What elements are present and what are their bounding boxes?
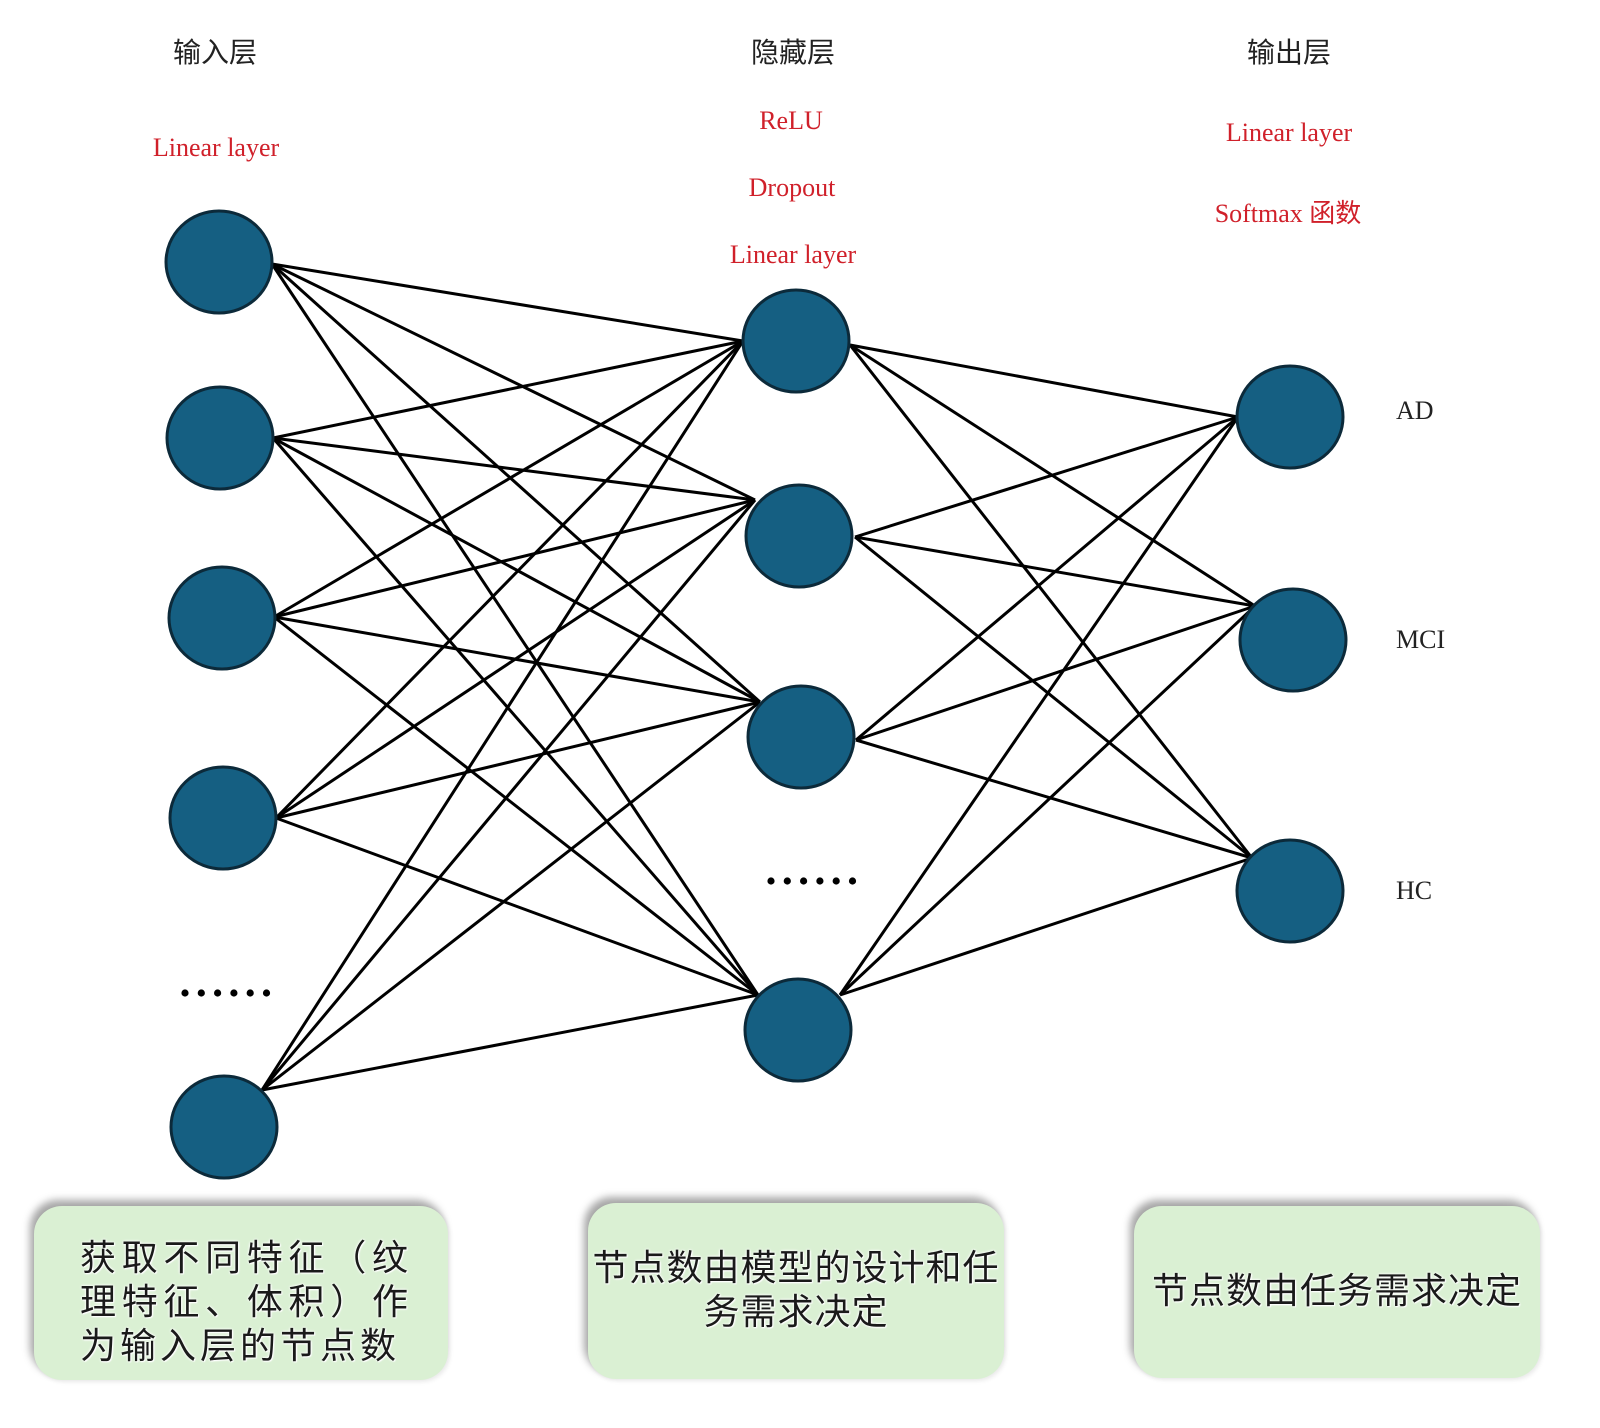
hidden-ellipsis-dot-1 — [767, 877, 775, 885]
edge-input-5-hidden-3 — [261, 700, 761, 1092]
input-ellipsis-dot-2 — [197, 989, 205, 997]
input-node-2 — [165, 385, 275, 491]
edge-input-2-hidden-1 — [272, 339, 744, 440]
output-node-2 — [1238, 587, 1348, 693]
edge-input-1-hidden-1 — [271, 262, 744, 343]
hidden-layer-note: 节点数由模型的设计和任务需求决定 — [588, 1203, 1004, 1379]
hidden-node-2 — [744, 483, 854, 589]
class-label-mci: MCI — [1396, 625, 1445, 654]
edge-input-3-hidden-2 — [273, 498, 756, 619]
input-ellipsis-dot-1 — [181, 989, 189, 997]
edges-hidden-to-output — [838, 343, 1257, 997]
input-node-5 — [169, 1074, 279, 1180]
input-node-1 — [164, 209, 274, 315]
edge-input-2-hidden-4 — [271, 437, 760, 996]
edge-hidden-1-output-3 — [848, 344, 1254, 859]
hidden-node-3 — [746, 684, 856, 790]
edge-hidden-3-output-1 — [855, 415, 1239, 742]
edge-hidden-4-output-1 — [838, 416, 1240, 996]
hidden-ellipsis-dot-5 — [832, 877, 840, 885]
hidden-layer-title: 隐藏层 — [751, 36, 835, 69]
nodes-group — [164, 209, 1348, 1180]
hidden-ellipsis-dot-4 — [816, 877, 824, 885]
input-ellipsis-dot-4 — [230, 989, 238, 997]
edge-input-3-hidden-4 — [273, 615, 759, 997]
hidden-fn-relu: ReLU — [759, 106, 823, 135]
edge-input-5-hidden-2 — [260, 499, 757, 1091]
hidden-fn-linear-layer: Linear layer — [730, 240, 857, 269]
input-node-3 — [167, 565, 277, 671]
edges-input-to-hidden — [260, 262, 762, 1092]
hidden-node-4 — [743, 977, 853, 1083]
output-fn-softmax: Softmax 函数 — [1215, 199, 1362, 228]
edge-input-4-hidden-1 — [274, 339, 745, 820]
edge-input-2-hidden-3 — [272, 436, 761, 704]
edge-input-2-hidden-2 — [272, 436, 756, 502]
edge-input-1-hidden-2 — [271, 262, 756, 502]
edge-hidden-4-output-2 — [838, 604, 1257, 997]
output-layer-note-text: 节点数由任务需求决定 — [1151, 1271, 1522, 1312]
hidden-ellipsis-dot-6 — [848, 877, 857, 885]
output-node-1 — [1235, 364, 1345, 470]
edge-input-5-hidden-4 — [261, 993, 759, 1092]
edge-hidden-1-output-1 — [849, 343, 1239, 419]
edge-input-4-hidden-4 — [275, 816, 759, 997]
input-layer-title: 输入层 — [173, 36, 257, 69]
input-ellipsis-dot-6 — [262, 989, 271, 997]
input-layer-note: 获取不同特征（纹理特征、体积）作为输入层的节点数 — [34, 1206, 448, 1380]
class-label-hc: HC — [1396, 876, 1432, 905]
input-fn-linear-layer: Linear layer — [153, 133, 280, 162]
output-fn-linear-layer: Linear layer — [1226, 118, 1353, 147]
edge-hidden-2-output-1 — [854, 415, 1239, 539]
hidden-layer-note-text: 节点数由模型的设计和任务需求决定 — [592, 1248, 1000, 1333]
edge-input-4-hidden-2 — [275, 498, 756, 820]
edge-input-5-hidden-1 — [260, 340, 745, 1091]
output-layer-title: 输出层 — [1247, 36, 1331, 69]
hidden-ellipsis-icon — [767, 877, 857, 885]
hidden-ellipsis-dot-2 — [783, 877, 791, 885]
class-label-ad: AD — [1396, 396, 1434, 425]
edge-hidden-4-output-3 — [839, 856, 1253, 997]
input-ellipsis-dot-5 — [246, 989, 254, 997]
input-ellipsis-icon — [181, 989, 271, 997]
edge-hidden-3-output-3 — [855, 738, 1253, 860]
edge-hidden-3-output-2 — [855, 604, 1256, 742]
output-node-3 — [1235, 838, 1345, 944]
edge-input-3-hidden-1 — [273, 339, 744, 619]
edge-input-4-hidden-3 — [275, 700, 761, 820]
input-ellipsis-dot-3 — [214, 989, 222, 997]
hidden-node-1 — [741, 288, 851, 394]
edge-input-1-hidden-4 — [270, 263, 760, 996]
hidden-fn-dropout: Dropout — [749, 173, 836, 202]
hidden-ellipsis-dot-3 — [800, 877, 808, 885]
input-layer-note-text: 获取不同特征（纹理特征、体积）作为输入层的节点数 — [80, 1238, 412, 1367]
output-layer-note: 节点数由任务需求决定 — [1134, 1206, 1540, 1378]
edge-hidden-2-output-3 — [854, 535, 1253, 860]
input-node-4 — [168, 765, 278, 871]
edge-input-1-hidden-3 — [270, 262, 762, 704]
